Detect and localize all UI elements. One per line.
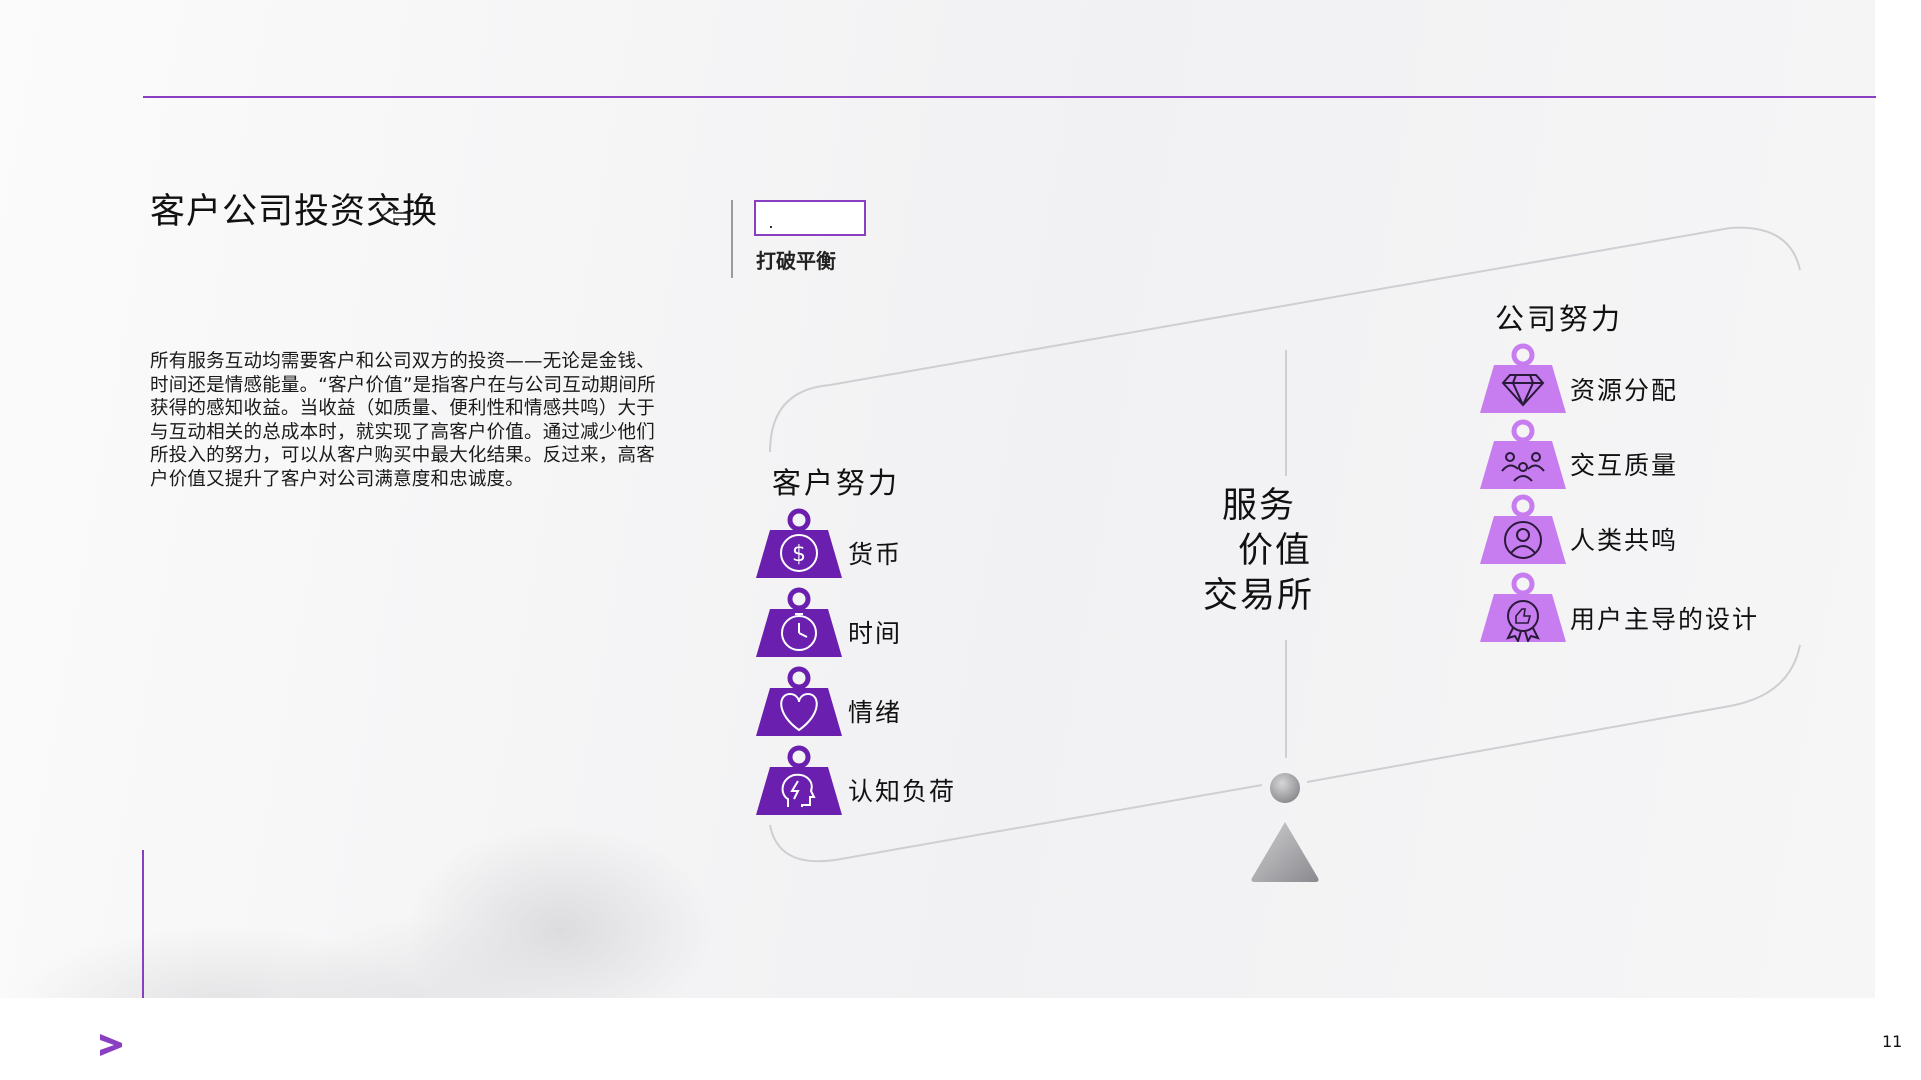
page-number: 11 [1882, 1032, 1903, 1051]
stopwatch-icon [756, 587, 842, 657]
company-item-human-resonance: 人类共鸣 [1570, 526, 1679, 555]
slide-background [0, 0, 1875, 998]
customer-effort-heading: 客户努力 [772, 466, 901, 500]
company-effort-heading: 公司努力 [1495, 302, 1624, 336]
heart-icon [756, 666, 842, 736]
tag-divider [731, 200, 733, 278]
brain-lightning-icon [756, 745, 842, 815]
customer-item-emotion: 情绪 [848, 698, 903, 727]
customer-item-time: 时间 [848, 619, 903, 648]
side-accent-rule [142, 850, 144, 998]
mouse-cursor-icon [380, 206, 409, 226]
body-paragraph: 所有服务互动均需要客户和公司双方的投资——无论是金钱、时间还是情感能量。“客户价… [150, 351, 656, 490]
top-accent-rule [143, 96, 1876, 98]
center-label-line2: 价值 [1238, 531, 1313, 571]
dollar-coin-icon: $ [756, 508, 842, 578]
company-item-interaction-quality: 交互质量 [1570, 451, 1679, 480]
person-circle-icon [1480, 494, 1566, 564]
tag-label: 打破平衡 [756, 249, 836, 273]
people-group-icon [1480, 419, 1566, 489]
customer-item-money: 货币 [848, 540, 903, 569]
svg-text:$: $ [792, 542, 806, 567]
diamond-icon [1480, 343, 1566, 413]
tag-box-dot [770, 226, 772, 228]
company-item-user-led-design: 用户主导的设计 [1570, 605, 1760, 634]
company-item-resource-allocation: 资源分配 [1570, 376, 1679, 405]
center-label-line3: 交易所 [1203, 576, 1315, 616]
customer-item-cognitive-load: 认知负荷 [848, 777, 957, 806]
center-label-line1: 服务 [1222, 486, 1297, 526]
thumbs-up-badge-icon [1480, 572, 1566, 642]
tag-input-box[interactable] [754, 200, 866, 236]
brand-arrow-icon [100, 1034, 122, 1056]
leaf-texture [0, 760, 720, 998]
